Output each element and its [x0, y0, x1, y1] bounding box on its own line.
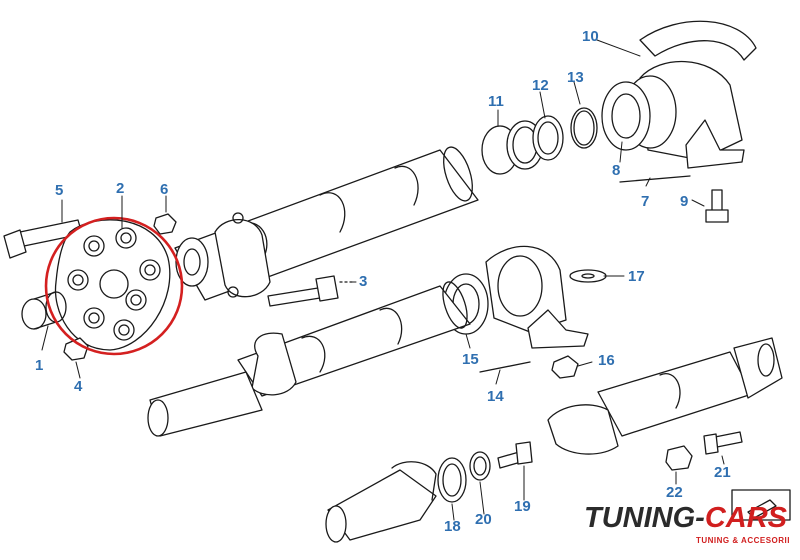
callout-15: 15 [462, 351, 479, 368]
front-drive-shaft [174, 146, 479, 301]
flex-disc-assembly [3, 213, 177, 361]
tuning-cars-logo: TUNING-CARS TUNING & ACCESORII [584, 502, 796, 552]
callout-16: 16 [598, 352, 615, 369]
callout-3: 3 [359, 273, 368, 290]
center-bearing-lower [443, 245, 607, 379]
logo-name-part2: CARS [704, 502, 787, 534]
callout-6: 6 [160, 181, 169, 198]
callout-10: 10 [582, 28, 599, 45]
callout-18: 18 [444, 518, 461, 535]
rings-11-12-13 [481, 107, 598, 175]
callout-22: 22 [666, 484, 683, 501]
callout-19: 19 [514, 498, 531, 515]
bolt-part-9 [705, 189, 729, 223]
callout-8: 8 [612, 162, 621, 179]
logo-tagline: TUNING & ACCESORII [695, 536, 790, 545]
leader-lines [41, 39, 725, 521]
callout-2: 2 [116, 180, 125, 197]
callout-4: 4 [74, 378, 83, 395]
callout-21: 21 [714, 464, 731, 481]
callout-1: 1 [35, 357, 44, 374]
logo-wordmark: TUNING-CARS [584, 502, 787, 535]
center-bearing-upper [601, 20, 757, 183]
rear-drive-shaft [547, 337, 783, 455]
bolt-part-3 [267, 275, 353, 307]
callout-5: 5 [55, 182, 64, 199]
callout-14: 14 [487, 388, 504, 405]
middle-drive-shaft [147, 281, 471, 437]
bottom-shaft-assembly [325, 441, 533, 543]
callout-9: 9 [680, 193, 689, 210]
highlight-circle [44, 216, 184, 356]
callout-12: 12 [532, 77, 549, 94]
callout-11: 11 [488, 93, 504, 110]
callout-20: 20 [475, 511, 492, 528]
callout-13: 13 [567, 69, 584, 86]
logo-name-part1: TUNING- [584, 502, 705, 534]
callout-7: 7 [641, 193, 650, 210]
bolts-21-22 [665, 431, 743, 471]
callout-17: 17 [628, 268, 645, 285]
